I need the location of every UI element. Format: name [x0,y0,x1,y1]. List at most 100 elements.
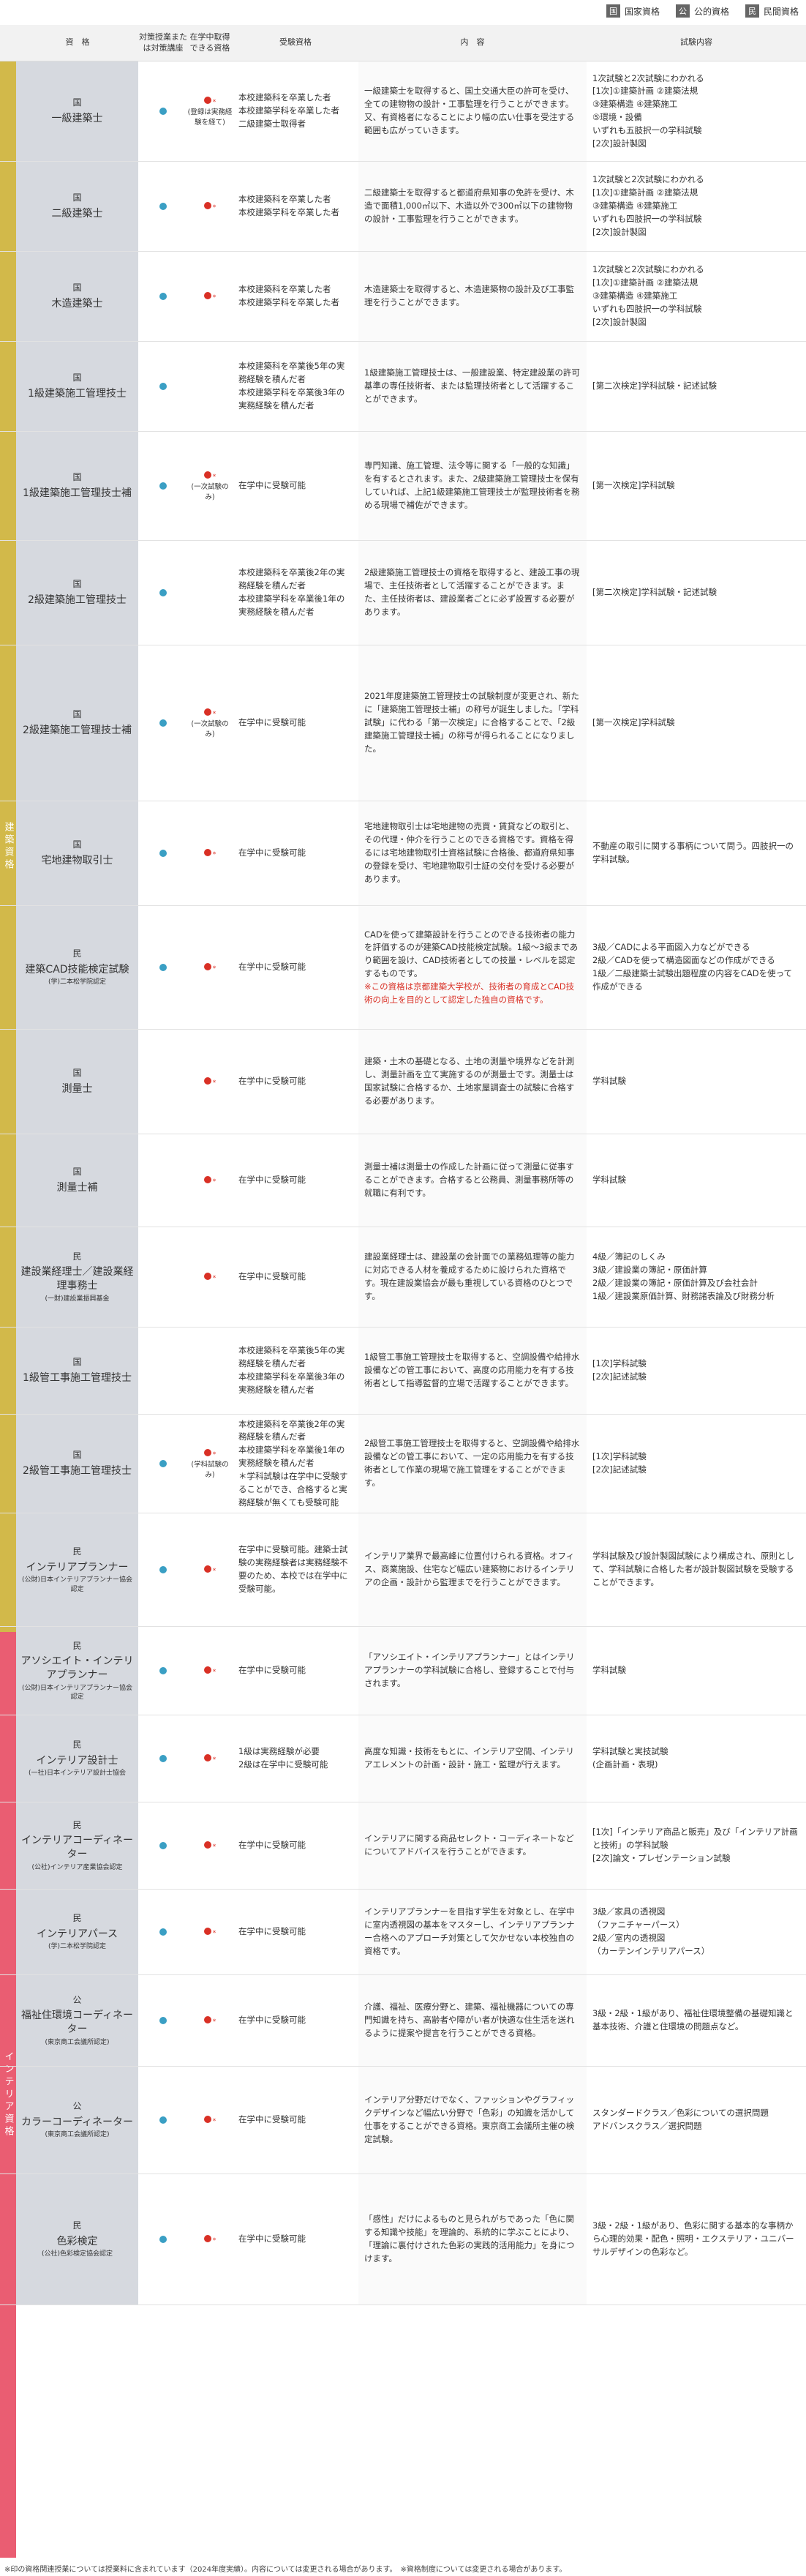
in-school-mark: * [203,2015,216,2026]
course-indicator [139,2174,187,2304]
in-school-indicator: * [187,162,233,251]
content-cell: 2級建築施工管理技士の資格を取得すると、建設工事の現場で、主任技術者として活躍す… [358,541,587,645]
course-dot [159,1755,167,1762]
text-block: [第二次検定]学科試験・記述試験 [592,381,717,392]
in-school-indicator: * [187,1134,233,1227]
qualification-badge: 国 [72,1450,82,1461]
course-indicator [139,645,187,801]
eligibility-cell: 本校建築科を卒業後5年の実務経験を積んだ者本校建築学科を卒業後3年の実務経験を積… [233,342,358,431]
in-school-dot [203,1565,211,1573]
text-block: 学科試験と実技試験(企画計画・表現) [592,1746,668,1770]
asterisk-mark: * [212,2117,216,2125]
content-text: 高度な知識・技術をもとに、インテリア空間、インテリアエレメントの計画・設計・施工… [364,1745,581,1772]
table-row: 民色彩検定(公社)色彩検定協会認定*在学中に受験可能「感性」だけによるものと見ら… [0,2174,806,2305]
row-spacer [0,162,16,251]
text-block: 本校建築科を卒業した者本校建築学科を卒業した者 [238,194,339,217]
content-body: インテリア分野だけでなく、ファッションやグラフィックデザインなど幅広い分野で「色… [364,2094,575,2144]
legend-national-badge: 国 [606,4,620,18]
course-dot [159,2017,167,2024]
qualification-sponsor: (一社)日本インテリア設計士協会 [28,1770,127,1778]
text-block: [第二次検定]学科試験・記述試験 [592,587,717,598]
eligibility-cell: 在学中に受験可能 [233,645,358,801]
course-dot [159,2116,167,2124]
asterisk-mark: * [212,850,216,858]
eligibility-cell: 在学中に受験可能 [233,1802,358,1889]
eligibility-cell: 本校建築科を卒業後5年の実務経験を積んだ者本校建築学科を卒業後3年の実務経験を積… [233,1328,358,1414]
course-dot [159,2236,167,2243]
course-indicator [139,1715,187,1802]
in-school-mark: * [203,1927,216,1937]
text-block: 在学中に受験可能 [238,962,306,973]
qualification-badge: 民 [72,1819,82,1830]
text-block: 在学中に受験可能 [238,480,306,491]
qualification-badge: 国 [72,579,82,590]
qualification-title: 建設業経理士／建設業経理事務士 [20,1266,134,1292]
in-school-indicator: * [187,906,233,1029]
qualification-sponsor: (東京商工会議所認定) [45,2038,110,2046]
content-cell: 二級建築士を取得すると都道府県知事の免許を受け、木造で面積1,000㎡以下、木造… [358,162,587,251]
exam-cell: [第一次検定]学科試験 [587,645,806,801]
course-indicator [139,541,187,645]
exam-cell: 3級・2級・1級があり、福祉住環境整備の基礎知識と基本技術、介護と住環境の問題点… [587,1975,806,2066]
qualification-name: 民建築CAD技能検定試験(学)二本松学院認定 [16,906,139,1029]
qualification-badge: 国 [72,709,82,720]
qualification-badge: 国 [72,1068,82,1079]
text-block: 学科試験 [592,1175,626,1186]
qualification-name: 公福祉住環境コーディネーター(東京商工会議所認定) [16,1975,139,2066]
eligibility-cell: 本校建築科を卒業した者本校建築学科を卒業した者 [233,162,358,251]
in-school-indicator: * [187,1627,233,1715]
table-row: 公福祉住環境コーディネーター(東京商工会議所認定)*在学中に受験可能介護、福祉、… [0,1975,806,2067]
text-block: 在学中に受験可能 [238,2234,306,2244]
content-body: 高度な知識・技術をもとに、インテリア空間、インテリアエレメントの計画・設計・施工… [364,1746,574,1770]
qualification-sponsor: (学)二本松学院認定 [48,1943,107,1951]
text-block: [第一次検定]学科試験 [592,480,675,491]
table-row: 公カラーコーディネーター(東京商工会議所認定)*在学中に受験可能インテリア分野だ… [0,2067,806,2174]
in-school-dot [203,471,211,479]
qualification-name: 国一級建築士 [16,61,139,161]
content-body: 専門知識、施工管理、法令等に関する「一般的な知識」を有するとされます。また、2級… [364,460,580,510]
qualification-badge: 民 [72,948,82,959]
content-text: 測量士補は測量士の作成した計画に従って測量に従事することができます。合格すると公… [364,1161,581,1199]
exam-cell: 3級／家具の透視図（ファニチャーパース）2級／室内の透視図（カーテンインテリアパ… [587,1890,806,1974]
qualification-title: 色彩検定 [56,2235,98,2247]
course-indicator [139,1415,187,1513]
course-dot [159,1460,167,1467]
eligibility-cell: 在学中に受験可能 [233,1134,358,1227]
in-school-mark: * [203,1753,216,1764]
in-school-mark: * [203,962,216,973]
content-body: インテリアに関する商品セレクト・コーディネートなどについてアドバイスを行うことが… [364,1833,574,1857]
text-block: 在学中に受験可能 [238,1175,306,1186]
row-spacer [0,1975,16,2066]
asterisk-mark: * [212,710,216,718]
in-school-dot [203,1077,211,1085]
legend: 国国家資格 公公的資格 民民間資格 [0,0,806,22]
course-indicator [139,1513,187,1626]
content-text: 木造建築士を取得すると、木造建築物の設計及び工事監理を行うことができます。 [364,283,581,310]
text-block: 在学中に受験可能。建築士試験の実務経験者は実務経験不要のため、本校では在学中に受… [238,1544,348,1594]
course-indicator [139,1227,187,1327]
course-dot [159,589,167,596]
course-indicator [139,162,187,251]
asterisk-mark: * [212,293,216,302]
legend-national: 国国家資格 [606,4,660,18]
row-spacer [0,1715,16,1802]
eligibility-cell: 在学中に受験可能。建築士試験の実務経験者は実務経験不要のため、本校では在学中に受… [233,1513,358,1626]
row-spacer [0,801,16,905]
asterisk-mark: * [212,1929,216,1937]
qualification-title: 福祉住環境コーディネーター [20,2010,134,2036]
content-text: 宅地建物取引士は宅地建物の売買・賃貸などの取引と、その代理・仲介を行うことのでき… [364,820,581,886]
text-block: 学科試験 [592,1076,626,1087]
header-exam: 試験内容 [680,37,712,48]
course-indicator [139,1627,187,1715]
legend-public: 公公的資格 [675,4,729,18]
qualification-title: 2級建築施工管理技士 [28,594,127,606]
in-school-dot [203,1927,211,1935]
